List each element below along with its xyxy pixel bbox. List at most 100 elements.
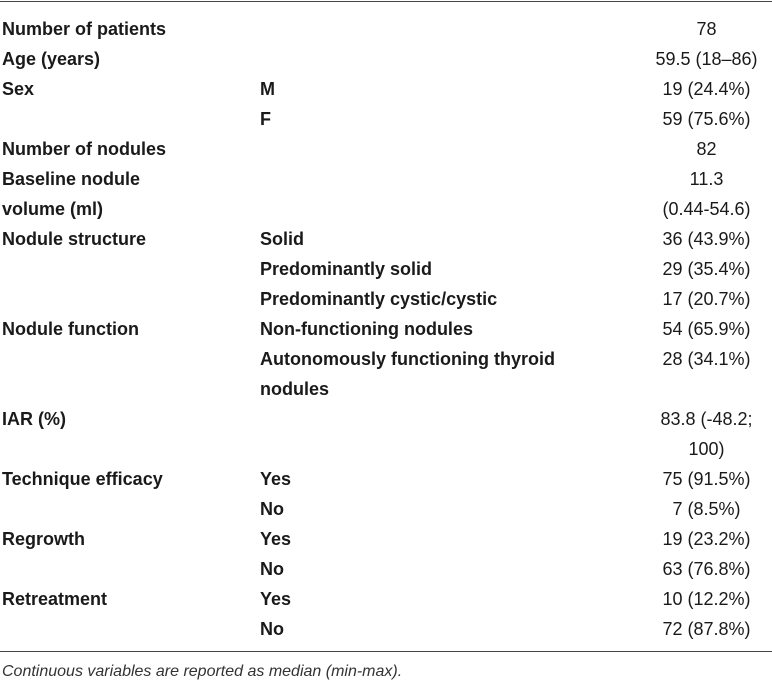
variable-cell [0,614,258,644]
variable-cell: IAR (%) [0,404,258,464]
category-cell [258,164,641,224]
value-cell-line: 28 (34.1%) [662,349,751,369]
value-cell-line: 11.3 [689,169,724,189]
category-cell: F [258,104,641,134]
value-cell: 29 (35.4%) [641,254,772,284]
variable-cell: Sex [0,74,258,104]
table-footnote: Continuous variables are reported as med… [2,663,403,680]
value-cell-line: 63 (76.8%) [662,559,751,579]
variable-cell-line: Nodule structure [2,229,147,249]
value-cell-line: 10 (12.2%) [662,589,751,609]
category-cell: No [258,614,641,644]
variable-cell-line: Baseline nodule [2,169,141,189]
table-row: Predominantly cystic/cystic 17 (20.7%) [0,284,772,314]
category-cell: No [258,554,641,584]
value-cell-line: 82 [696,139,717,159]
value-cell: 59 (75.6%) [641,104,772,134]
value-cell: 19 (23.2%) [641,524,772,554]
value-cell: 63 (76.8%) [641,554,772,584]
table-row: Regrowth Yes 19 (23.2%) [0,524,772,554]
value-cell-line: 17 (20.7%) [662,289,751,309]
category-cell-line: Yes [260,469,292,489]
variable-cell [0,554,258,584]
variable-cell-line: Regrowth [2,529,85,549]
category-cell [258,404,641,464]
variable-cell: Number of nodules [0,134,258,164]
value-cell: 19 (24.4%) [641,74,772,104]
variable-cell [0,494,258,524]
category-cell [258,14,641,44]
value-cell-line: 100) [688,439,725,459]
table-row: No 63 (76.8%) [0,554,772,584]
category-cell: Solid [258,224,641,254]
value-cell-line: (0.44-54.6) [662,199,751,219]
table-top-rule [0,1,772,2]
value-cell: 82 [641,134,772,164]
value-cell: 7 (8.5%) [641,494,772,524]
category-cell-line: Yes [260,529,292,549]
table-bottom-rule [0,651,772,652]
value-cell: 36 (43.9%) [641,224,772,254]
value-cell-line: 54 (65.9%) [662,319,751,339]
variable-cell-line: Sex [2,79,35,99]
category-cell: Predominantly solid [258,254,641,284]
category-cell-line: Yes [260,589,292,609]
table-row: No 72 (87.8%) [0,614,772,644]
category-cell: Non-functioning nodules [258,314,641,344]
table-row: IAR (%) 83.8 (-48.2; 100) [0,404,772,464]
category-cell: Predominantly cystic/cystic [258,284,641,314]
variable-cell-line: IAR (%) [2,409,66,429]
variable-cell-line: volume (ml) [2,199,104,219]
value-cell: 17 (20.7%) [641,284,772,314]
variable-cell [0,254,258,284]
variable-cell: Nodule structure [0,224,258,254]
value-cell-line: 29 (35.4%) [662,259,751,279]
category-cell: Yes [258,464,641,494]
variable-cell: Age (years) [0,44,258,74]
value-cell-line: 72 (87.8%) [662,619,751,639]
value-cell: 28 (34.1%) [641,344,772,404]
category-cell-line: Predominantly solid [260,259,433,279]
category-cell [258,44,641,74]
value-cell: 72 (87.8%) [641,614,772,644]
category-cell-line: Predominantly cystic/cystic [260,289,498,309]
table-row: Number of nodules 82 [0,134,772,164]
variable-cell: Nodule function [0,314,258,344]
category-cell-line: Solid [260,229,304,249]
value-cell-line: 59 (75.6%) [662,109,751,129]
category-cell: Yes [258,524,641,554]
value-cell: 10 (12.2%) [641,584,772,614]
category-cell-line: nodules [260,379,330,399]
value-cell-line: 75 (91.5%) [662,469,751,489]
category-cell: Yes [258,584,641,614]
table-row: Baseline nodule volume (ml) 11.3 (0.44-54.6… [0,164,772,224]
value-cell-line: 59.5 (18–86) [655,49,758,69]
table-row: Nodule structure Solid 36 (43.9%) [0,224,772,254]
value-cell: 75 (91.5%) [641,464,772,494]
table-row: Age (years) 59.5 (18–86) [0,44,772,74]
category-cell: No [258,494,641,524]
value-cell-line: 19 (24.4%) [662,79,751,99]
category-cell [258,134,641,164]
value-cell: 54 (65.9%) [641,314,772,344]
value-cell-line: 7 (8.5%) [672,499,741,519]
variable-cell: Baseline nodule volume (ml) [0,164,258,224]
value-cell: 11.3 (0.44-54.6) [641,164,772,224]
value-cell: 83.8 (-48.2; 100) [641,404,772,464]
variable-cell [0,344,258,404]
category-cell-line: Non-functioning nodules [260,319,473,339]
value-cell-line: 83.8 (-48.2; [660,409,753,429]
value-cell: 59.5 (18–86) [641,44,772,74]
value-cell: 78 [641,14,772,44]
variable-cell-line: Nodule function [2,319,139,339]
category-cell-line: F [260,109,271,129]
variable-cell-line: Technique efficacy [2,469,163,489]
variable-cell [0,284,258,314]
variable-cell: Technique efficacy [0,464,258,494]
